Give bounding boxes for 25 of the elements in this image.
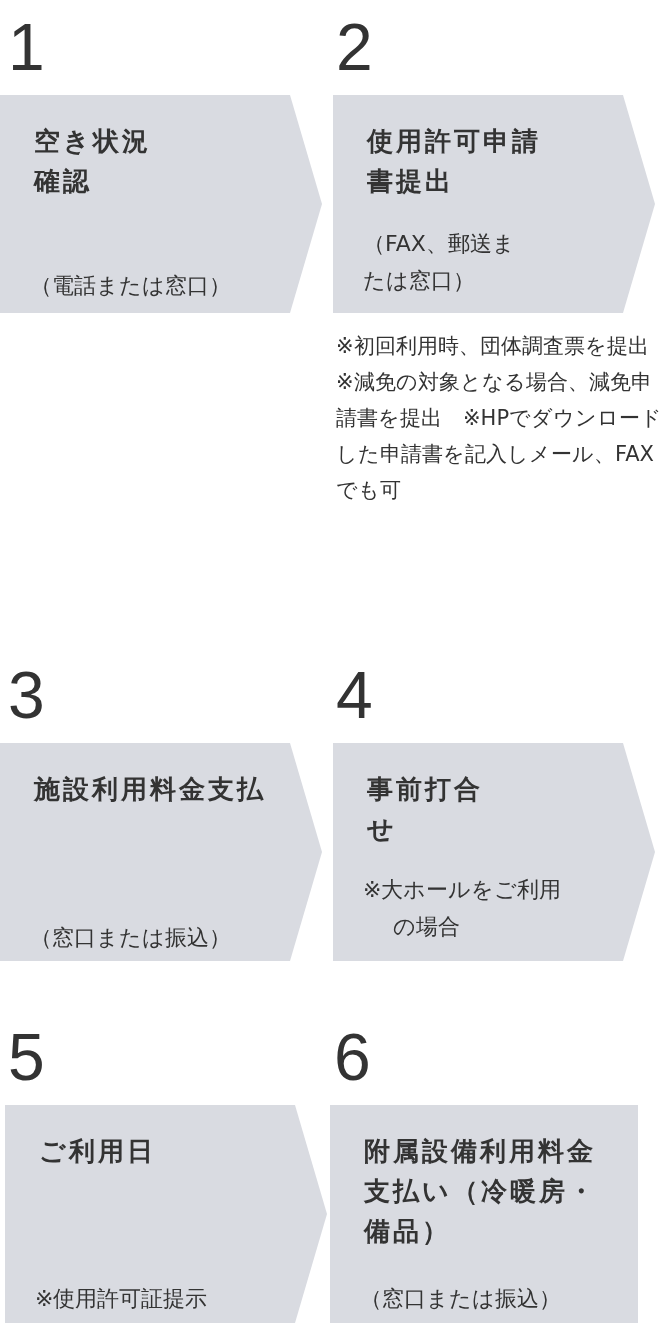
step-number: 2 — [336, 12, 373, 82]
step-chevron — [333, 743, 655, 961]
step-note: ※大ホールをご利用の場合 — [363, 876, 563, 941]
step-chevron — [333, 95, 655, 313]
step-box — [330, 1105, 638, 1323]
step-number: 3 — [8, 660, 45, 730]
step-chevron — [5, 1105, 327, 1323]
step-title: 附属設備利用料金支払い（冷暖房・備品） — [364, 1135, 598, 1248]
step-number: 5 — [8, 1022, 45, 1092]
step-note: （窓口または振込） — [30, 924, 232, 952]
step-title: 事前打合せ — [367, 773, 484, 846]
step-note: （電話または窓口） — [30, 272, 232, 300]
step-note: （FAX、郵送または窓口） — [363, 230, 516, 295]
step-note: （窓口または振込） — [360, 1285, 562, 1313]
step-chevron — [0, 95, 322, 313]
step-chevron — [0, 743, 322, 961]
step-title: ご利用日 — [39, 1135, 157, 1168]
step-title: 施設利用料金支払 — [34, 773, 267, 806]
step-number: 6 — [334, 1022, 371, 1092]
step-number: 1 — [8, 12, 45, 82]
step-title: 空き状況確認 — [34, 125, 152, 198]
step-title: 使用許可申請書提出 — [367, 125, 542, 198]
step-number: 4 — [336, 660, 373, 730]
step-note: ※使用許可証提示 — [35, 1285, 209, 1313]
note-text: ※初回利用時、団体調査票を提出 ※減免の対象となる場合、減免申請書を提出 ※HPでダウンロードした申請書を記入しメール、FAXでも可 — [336, 333, 664, 504]
